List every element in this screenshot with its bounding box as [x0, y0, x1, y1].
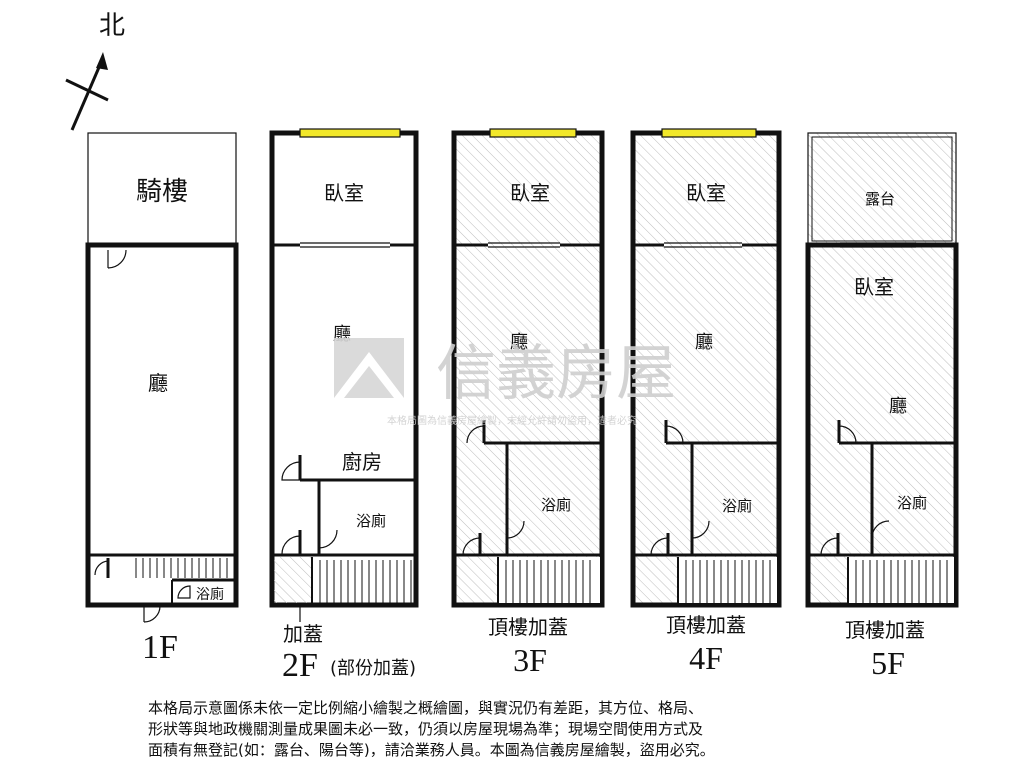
floor-4f: 臥室 廳 浴廁 頂樓加蓋 4F: [630, 128, 782, 676]
room-label: 騎樓: [136, 177, 188, 207]
floor-note: 頂樓加蓋: [845, 618, 925, 642]
floor-note: 頂樓加蓋: [666, 613, 746, 637]
room-label: 浴廁: [897, 494, 927, 512]
floor-name: 4F: [689, 640, 723, 676]
brand-logo-icon: [334, 338, 404, 398]
north-arrow-icon: 北: [65, 11, 125, 131]
room-label: 臥室: [324, 181, 364, 205]
floor-note: 頂樓加蓋: [488, 615, 568, 639]
room-label: 廳: [889, 396, 907, 417]
floor-plan-diagram: 北 騎樓 廳: [65, 11, 959, 684]
room-label: 臥室: [510, 181, 550, 205]
window-icon: [489, 128, 577, 138]
room-label: 浴廁: [722, 497, 752, 515]
watermark: 信義房屋 本格局圖為信義房屋繪製，未經允許請勿盜用，違者必究: [334, 338, 676, 427]
watermark-subtitle: 本格局圖為信義房屋繪製，未經允許請勿盜用，違者必究: [387, 414, 637, 427]
arcade-area: [87, 132, 237, 246]
stairs-2f: [319, 560, 412, 603]
floor-5f: 露台 臥室 廳 浴廁 頂樓加蓋 5F: [805, 132, 959, 681]
floor-name: 5F: [871, 645, 905, 681]
room-label: 臥室: [854, 275, 894, 299]
floor-name: 1F: [142, 629, 178, 666]
terrace-area: [807, 132, 957, 246]
disclaimer-line: 形狀等與地政機關測量成果圖未必一致，仍須以房屋現場為準；現場空間使用方式及: [148, 720, 704, 738]
floor-suffix: (部份加蓋): [330, 658, 416, 679]
floor-name: 3F: [513, 642, 547, 678]
room-label: 廚房: [342, 450, 382, 474]
watermark-brand: 信義房屋: [436, 339, 676, 409]
room-label: 露台: [865, 190, 895, 208]
north-label: 北: [99, 11, 125, 40]
window-icon: [299, 128, 401, 138]
floor-name: 2F: [282, 647, 318, 684]
floor-3f: 臥室 廳 浴廁 頂樓加蓋 3F: [451, 128, 605, 678]
room-label: 臥室: [686, 181, 726, 205]
room-label: 浴廁: [541, 496, 571, 514]
stairs-3f: [505, 560, 591, 603]
room-label: 浴廁: [356, 512, 386, 530]
disclaimer-line: 面積有無登記(如：露台、陽台等)，請洽業務人員。本圖為信義房屋繪製，盜用必究。: [148, 741, 715, 759]
floor-note: 加蓋: [283, 622, 323, 646]
floor-2f: 臥室 廳 廚房 浴廁 加蓋 2F (部份加蓋): [269, 128, 419, 684]
room-label: 廳: [510, 332, 528, 353]
disclaimer: 本格局示意圖係未依一定比例縮小繪製之概繪圖，與實況仍有差距，其方位、格局、 形狀…: [148, 698, 908, 761]
room-label: 浴廁: [196, 586, 224, 603]
stairs-1f: [135, 558, 228, 578]
floor-1f: 騎樓 廳 浴廁 1F: [85, 132, 239, 666]
window-icon: [661, 128, 757, 138]
disclaimer-line: 本格局示意圖係未依一定比例縮小繪製之概繪圖，與實況仍有差距，其方位、格局、: [148, 699, 704, 717]
room-label: 廳: [695, 332, 713, 353]
stairs-4f: [685, 560, 771, 603]
stairs-5f: [855, 560, 948, 603]
room-label: 廳: [148, 371, 168, 395]
